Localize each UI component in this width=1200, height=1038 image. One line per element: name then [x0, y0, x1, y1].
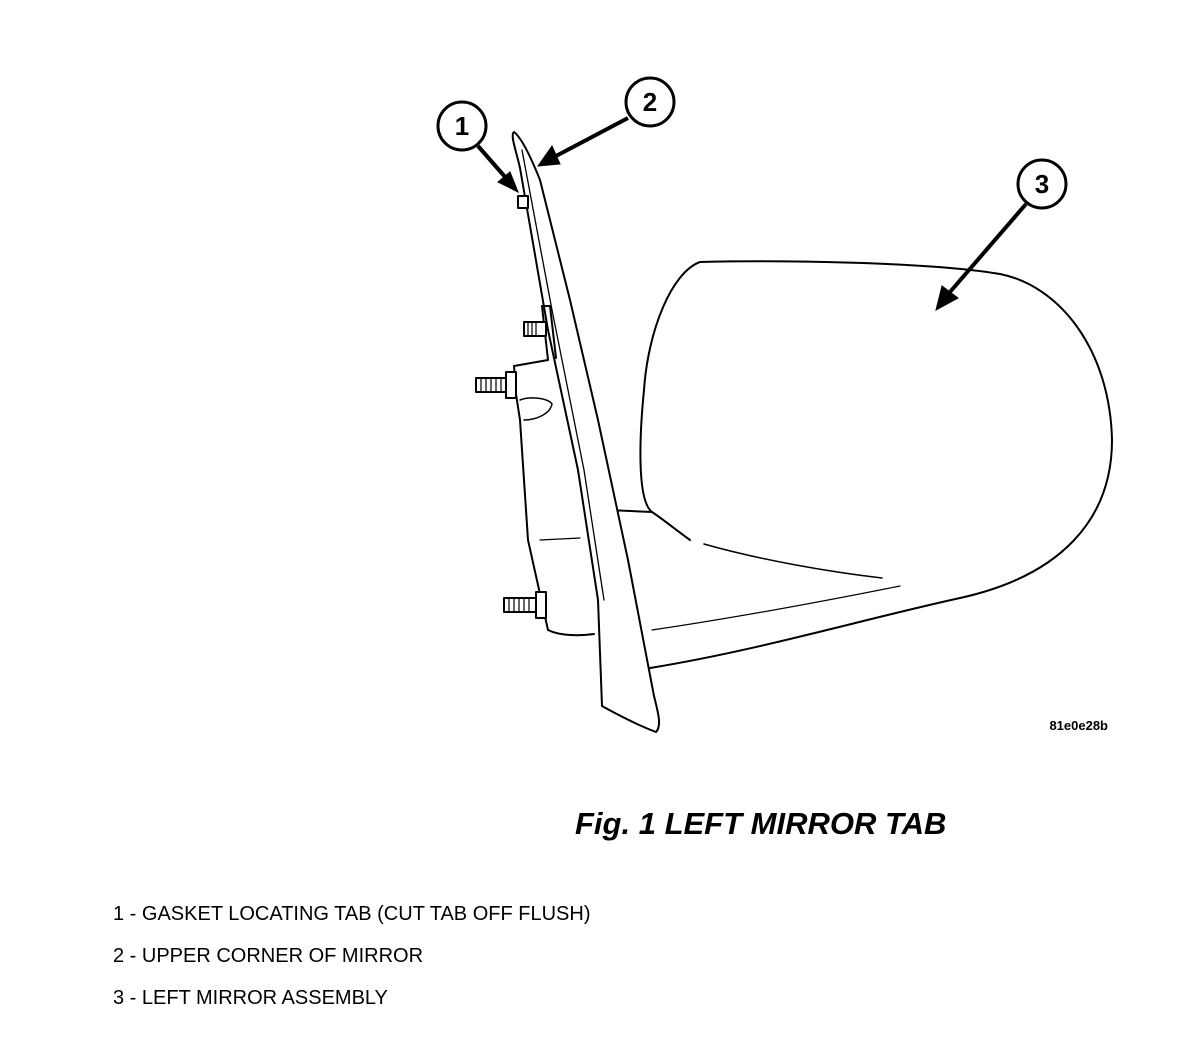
housing-bottom-line [651, 585, 901, 631]
base-rear-edge [541, 305, 557, 359]
callout-number-2: 2 [643, 87, 657, 117]
leader-arrow-2 [536, 116, 629, 167]
middle-stud [475, 371, 517, 399]
leader-arrow-1 [476, 144, 519, 194]
mirror-upper-corner-blade [511, 131, 661, 733]
legend-list: 1 - GASKET LOCATING TAB (CUT TAB OFF FLU… [113, 902, 590, 1028]
housing-lower-edge [703, 543, 883, 579]
blade-inner-line [521, 149, 605, 601]
housing-inner-edge [651, 511, 691, 541]
mirror-diagram: 1 2 3 81e0e28b [436, 76, 1113, 733]
lower-stud [503, 591, 547, 619]
figure-code: 81e0e28b [1049, 718, 1108, 733]
legend-item: 3 - LEFT MIRROR ASSEMBLY [113, 987, 388, 1009]
callout-circle-2 [624, 76, 676, 128]
gasket-locating-tab [517, 195, 529, 209]
figure-title: Fig. 1 LEFT MIRROR TAB [575, 806, 947, 841]
upper-stud [523, 321, 547, 337]
base-seam [539, 537, 581, 541]
callout-circle-1 [436, 100, 488, 152]
legend-item: 2 - UPPER CORNER OF MIRROR [113, 945, 424, 967]
base-inner-curve [519, 397, 553, 421]
mirror-housing-outline [639, 260, 1113, 669]
legend-item: 1 - GASKET LOCATING TAB (CUT TAB OFF FLU… [113, 903, 591, 925]
callout-circle-3 [1016, 158, 1068, 210]
leader-arrow-3 [935, 202, 1028, 311]
callout-number-1: 1 [455, 111, 469, 141]
callout-number-3: 3 [1035, 169, 1049, 199]
